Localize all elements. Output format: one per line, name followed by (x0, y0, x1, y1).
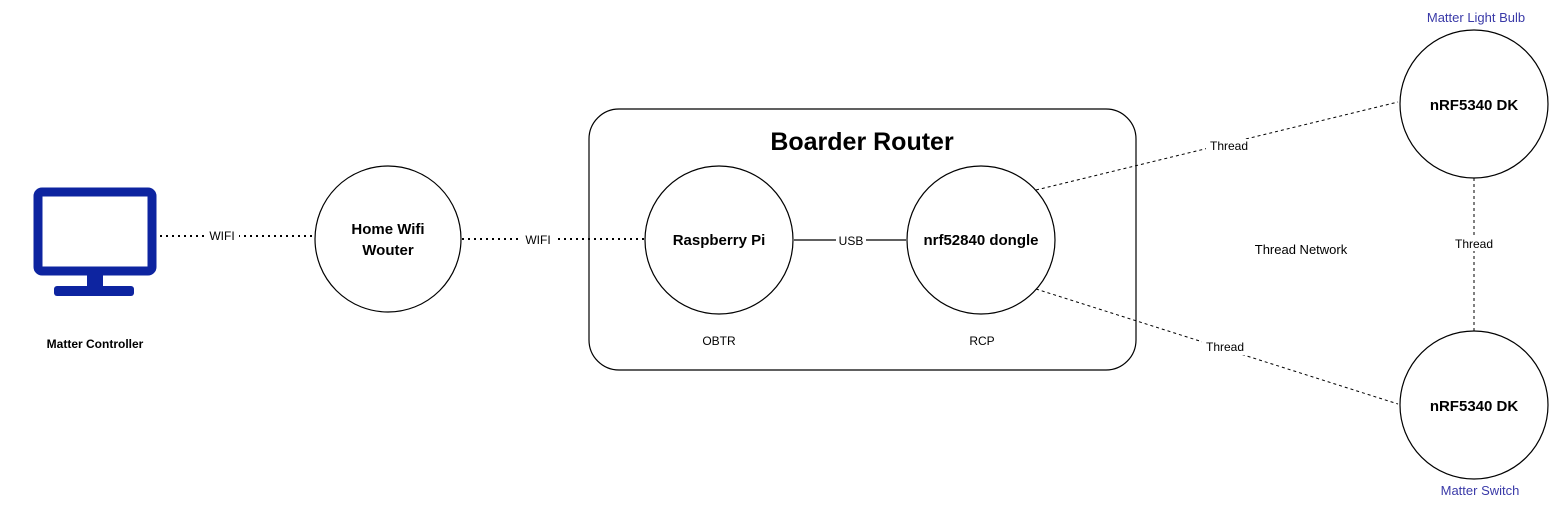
raspberry-pi-label: Raspberry Pi (673, 232, 766, 249)
edge-label-pi-dongle: USB (839, 234, 864, 248)
monitor-icon (33, 187, 157, 296)
home-wifi-label-line1: Home Wifi (351, 221, 424, 238)
border-router-box (588, 108, 1137, 371)
matter-controller-label: Matter Controller (47, 337, 144, 351)
thread-network-label: Thread Network (1255, 242, 1348, 257)
matter-light-bulb-label: Matter Light Bulb (1427, 10, 1525, 25)
light-bulb-dk-label: nRF5340 DK (1430, 97, 1519, 114)
edge-label-wifi-pi: WIFI (525, 233, 550, 247)
edge-label-dongle-bulb: Thread (1210, 139, 1248, 153)
dongle-node (906, 165, 1056, 315)
matter-switch-label: Matter Switch (1441, 483, 1520, 498)
light-bulb-dk-node (1399, 29, 1549, 179)
home-wifi-label-line2: Wouter (362, 242, 414, 259)
dongle-label: nrf52840 dongle (923, 232, 1038, 249)
edge-label-bulb-switch: Thread (1455, 237, 1493, 251)
edge-label-controller-wifi: WIFI (209, 229, 234, 243)
border-router-title: Boarder Router (770, 128, 954, 156)
edge-label-dongle-switch: Thread (1206, 340, 1244, 354)
raspberry-pi-node (644, 165, 794, 315)
home-wifi-node (314, 165, 462, 313)
switch-dk-label: nRF5340 DK (1430, 398, 1519, 415)
rcp-label: RCP (969, 334, 994, 348)
obtr-label: OBTR (702, 334, 736, 348)
switch-dk-node (1399, 330, 1549, 480)
